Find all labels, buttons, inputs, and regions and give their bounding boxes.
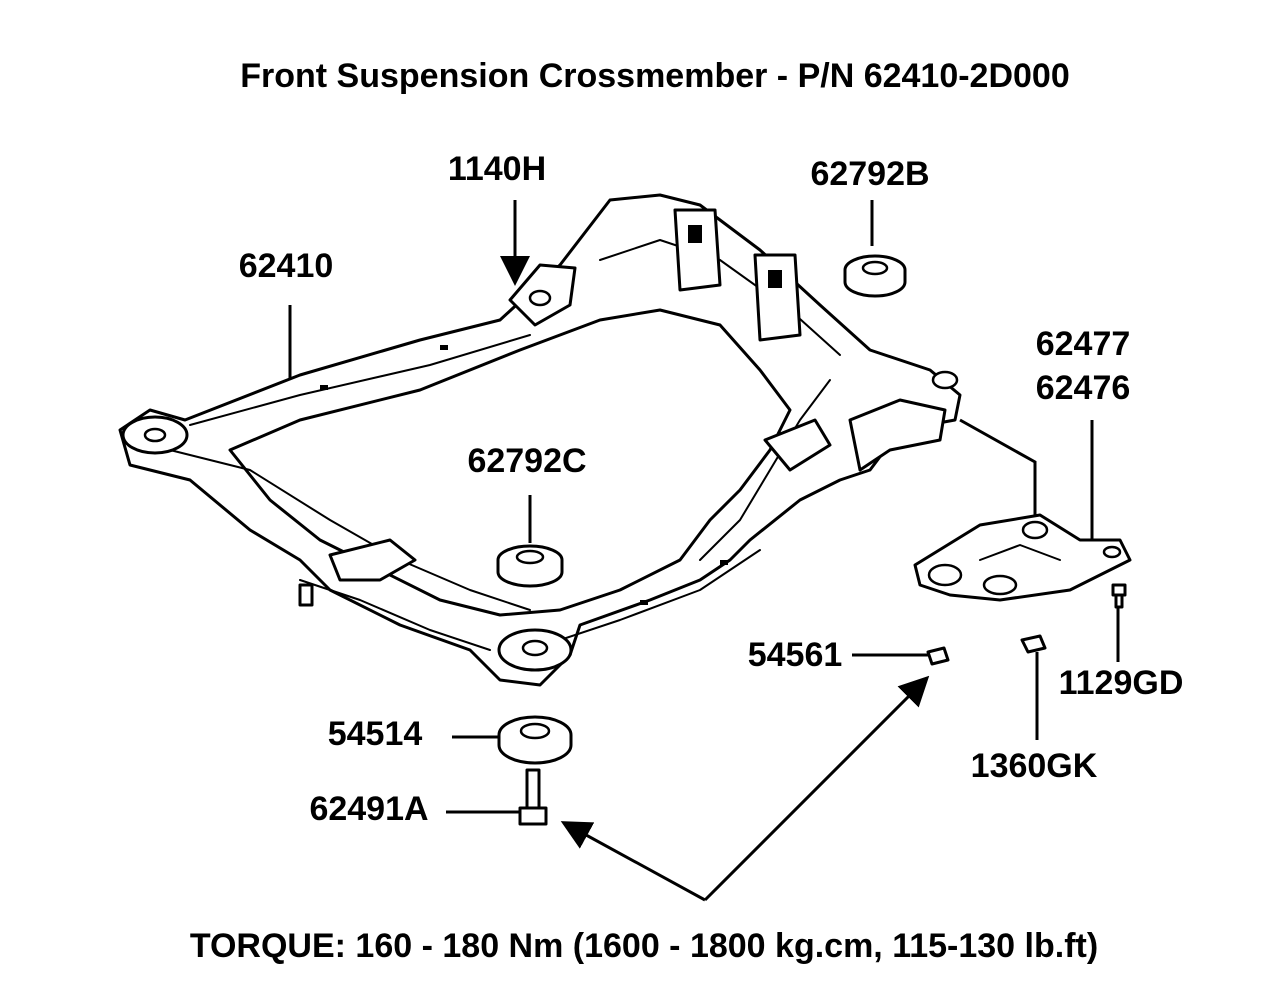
label-54514: 54514: [328, 715, 423, 753]
label-1140h: 1140H: [448, 150, 546, 188]
bolt-62491a: [518, 768, 548, 826]
leader-lines: [288, 200, 1120, 902]
stopper-62792b: [843, 254, 907, 298]
crossmember-frame: [118, 193, 962, 687]
label-54561: 54561: [748, 636, 843, 674]
torque-note: TORQUE: 160 - 180 Nm (1600 - 1800 kg.cm,…: [190, 927, 1098, 965]
label-62792b: 62792B: [810, 155, 929, 193]
stopper-62792c: [496, 544, 564, 588]
label-62792c: 62792C: [467, 442, 586, 480]
bolt-1129gd: [1111, 583, 1127, 609]
label-1360gk: 1360GK: [971, 747, 1098, 785]
diagram-title: Front Suspension Crossmember - P/N 62410…: [240, 57, 1070, 95]
label-1129gd: 1129GD: [1059, 664, 1184, 702]
bracket-62477-62476: [913, 513, 1132, 602]
label-62491a: 62491A: [309, 790, 428, 828]
nut-54561: [926, 646, 950, 666]
label-62477: 62477: [1036, 325, 1131, 363]
washer-54514: [497, 715, 573, 765]
label-62476: 62476: [1036, 369, 1131, 407]
nut-1360gk: [1020, 634, 1047, 654]
label-62410: 62410: [239, 247, 334, 285]
